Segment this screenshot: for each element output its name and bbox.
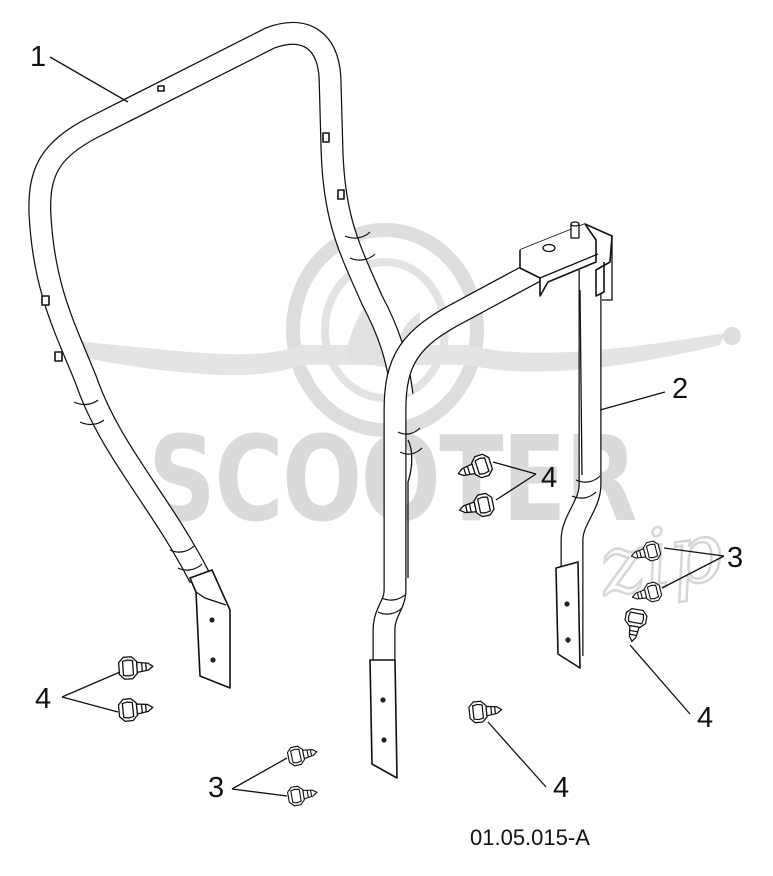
callout-1: 1 — [30, 41, 46, 73]
bolt-icon — [286, 741, 320, 768]
callout-4-left: 4 — [35, 683, 51, 715]
callout-3-bottom: 3 — [208, 772, 224, 804]
callout-2: 2 — [672, 373, 688, 405]
callout-3-right: 3 — [727, 542, 743, 574]
bolt-icon — [467, 698, 504, 724]
bolt-icon — [117, 695, 155, 723]
drawing-code: 01.05.015-A — [470, 825, 590, 850]
callout-4-center: 4 — [541, 462, 557, 494]
watermark-script-text: zip — [593, 504, 728, 615]
bolt-icon — [286, 782, 320, 808]
callout-4-bottom: 4 — [553, 772, 569, 804]
callout-4-right: 4 — [697, 702, 713, 734]
callout-labels: 1 2 3 3 4 4 4 4 — [30, 41, 743, 804]
part-1-rear-frame — [28, 22, 414, 689]
bolt-icon — [620, 607, 649, 644]
part-2-front-frame — [369, 221, 613, 779]
bolt-icon — [117, 654, 155, 681]
leader-lines — [49, 56, 725, 797]
